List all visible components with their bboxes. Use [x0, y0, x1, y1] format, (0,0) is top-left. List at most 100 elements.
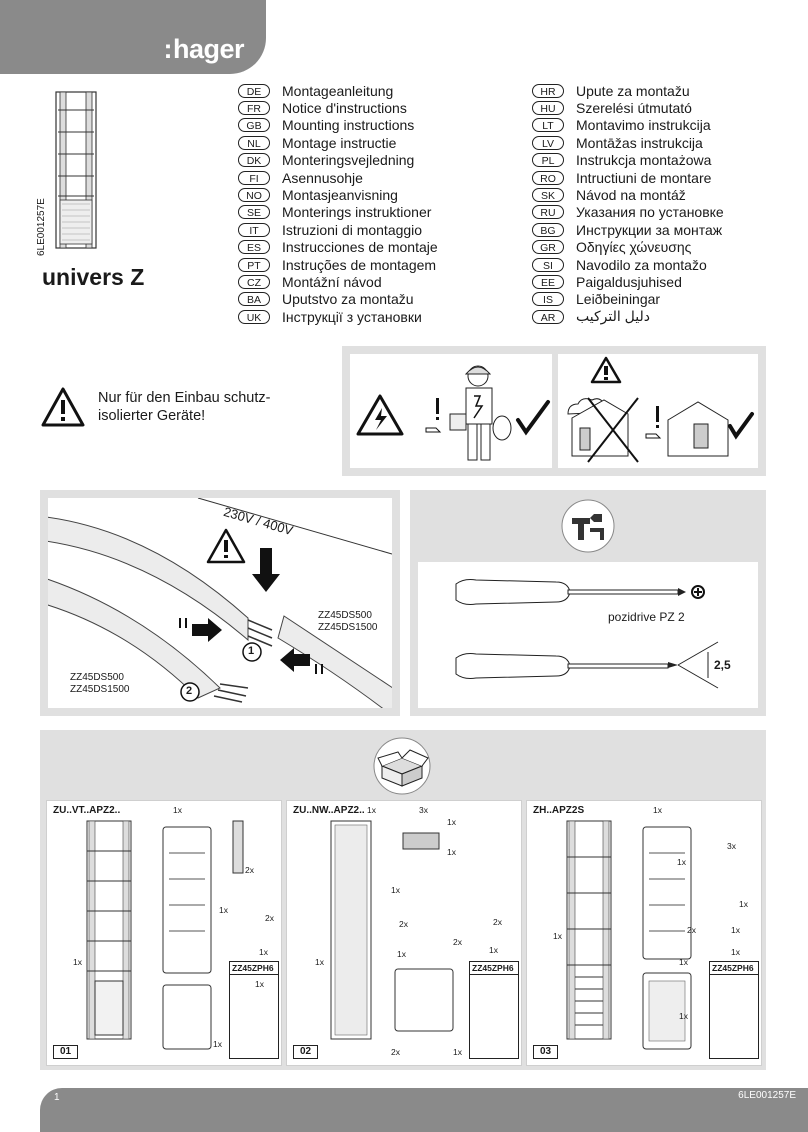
- cable-label-right-2: ZZ45DS1500: [318, 622, 378, 633]
- language-label: Leiðbeiningar: [576, 291, 661, 308]
- qualified-electrician-illustration: [356, 365, 550, 461]
- language-label: Szerelési útmutató: [576, 100, 692, 117]
- language-item: RU Указания по установке: [532, 204, 724, 221]
- language-label: Monteringsvejledning: [282, 152, 415, 169]
- cable-label-right-1: ZZ45DS500: [318, 610, 372, 621]
- language-label: دليل التركيب: [576, 308, 650, 325]
- language-code-badge: UK: [238, 309, 270, 324]
- qty-label: 1x: [173, 805, 182, 815]
- house-box: [558, 354, 758, 468]
- language-code-badge: FI: [238, 170, 270, 185]
- qty-label: 1x: [447, 817, 456, 827]
- language-label: Montage instructie: [282, 134, 397, 151]
- qty-label: 3x: [419, 805, 428, 815]
- frame-rail-illustration: [566, 820, 612, 1040]
- qty-label: 2x: [493, 917, 502, 927]
- cable-label-left-2: ZZ45DS1500: [70, 684, 130, 695]
- warning-line-2: isolierter Geräte!: [98, 408, 206, 424]
- cable-panel: 230V / 400V ZZ45DS500 ZZ45DS1500 ZZ45DS5…: [40, 490, 400, 716]
- brand-logo: :hager: [163, 34, 244, 64]
- language-code-badge: DE: [238, 83, 270, 98]
- language-item: ES Instrucciones de montaje: [238, 239, 438, 256]
- mesh-panel-illustration: [330, 820, 372, 1040]
- language-code-badge: RU: [532, 205, 564, 220]
- electrician-box: [350, 354, 552, 468]
- language-item: HR Upute za montažu: [532, 82, 724, 99]
- accessory-kit: ZZ45ZPH6: [709, 961, 759, 1059]
- qty-label: 1x: [73, 957, 82, 967]
- language-label: Upute za montažu: [576, 82, 690, 99]
- terminal-block-illustration: [402, 832, 440, 850]
- language-label: Montageanleitung: [282, 82, 394, 99]
- qty-label: 1x: [213, 1039, 222, 1049]
- language-code-badge: HR: [532, 83, 564, 98]
- language-item: UK Інструкції з установки: [238, 308, 438, 325]
- language-label: Указания по установке: [576, 204, 724, 221]
- language-code-badge: RO: [532, 170, 564, 185]
- language-label: Οδηγίες χώνευσης: [576, 239, 692, 256]
- qty-label: 1x: [219, 905, 228, 915]
- language-code-badge: ES: [238, 240, 270, 255]
- page-number: 1: [54, 1092, 60, 1103]
- accessory-kit: ZZ45ZPH6: [469, 961, 519, 1059]
- qty-label: 2x: [687, 925, 696, 935]
- language-code-badge: PL: [532, 153, 564, 168]
- language-label: Інструкції з установки: [282, 308, 422, 325]
- step-2-marker: 2: [186, 685, 193, 697]
- enclosure-rail-illustration: [55, 91, 97, 249]
- qty-label: 1x: [367, 805, 376, 815]
- language-label: Montážní návod: [282, 273, 382, 290]
- language-label: Montasjeanvisning: [282, 187, 398, 204]
- language-label: Instrucciones de montaje: [282, 239, 438, 256]
- brand-header: :hager: [0, 0, 266, 74]
- language-code-badge: SE: [238, 205, 270, 220]
- insulation-warning: Nur für den Einbau schutz- isolierter Ge…: [98, 389, 298, 425]
- qty-label: 2x: [391, 1047, 400, 1057]
- kit-number: 02: [293, 1045, 319, 1059]
- accessory-kit: ZZ45ZPH6: [229, 961, 279, 1059]
- language-label: Инструкции за монтаж: [576, 221, 723, 238]
- product-name: univers Z: [42, 264, 145, 290]
- qty-label: 1x: [677, 857, 686, 867]
- language-code-badge: SI: [532, 257, 564, 272]
- warning-line-1: Nur für den Einbau schutz-: [98, 390, 271, 406]
- kit-02: ZU..NW..APZ2.. ZZ45ZPH6 1x 3x 1x 1x 1x 2…: [286, 800, 522, 1066]
- vented-cover-illustration: [642, 972, 692, 1050]
- cable-label-left-1: ZZ45DS500: [70, 672, 124, 683]
- language-code-badge: LT: [532, 118, 564, 133]
- language-label: Mounting instructions: [282, 117, 415, 134]
- language-code-badge: LV: [532, 135, 564, 150]
- kit-01: ZU..VT..APZ2.. ZZ45ZPH6 1x 2x 1x 2x 1x 1…: [46, 800, 282, 1066]
- qty-label: 1x: [553, 931, 562, 941]
- language-code-badge: AR: [532, 309, 564, 324]
- qty-label: 2x: [245, 865, 254, 875]
- language-code-badge: FR: [238, 101, 270, 116]
- language-label: Instrukcja montażowa: [576, 152, 712, 169]
- kits-panel: ZU..VT..APZ2.. ZZ45ZPH6 1x 2x 1x 2x 1x 1…: [40, 730, 766, 1070]
- language-code-badge: SK: [532, 188, 564, 203]
- door-illustration: [162, 984, 212, 1050]
- pozidrive-label: pozidrive PZ 2: [608, 610, 685, 624]
- language-code-badge: EE: [532, 274, 564, 289]
- language-code-badge: PT: [238, 257, 270, 272]
- screwdrivers-illustration: [455, 579, 719, 689]
- qty-label: 2x: [453, 937, 462, 947]
- qty-label: 3x: [727, 841, 736, 851]
- language-item: AR دليل التركيب: [532, 308, 724, 325]
- step-1-marker: 1: [248, 645, 255, 657]
- cable-connection-illustration: [48, 498, 392, 708]
- tools-box: pozidrive PZ 2 2,5: [418, 562, 758, 708]
